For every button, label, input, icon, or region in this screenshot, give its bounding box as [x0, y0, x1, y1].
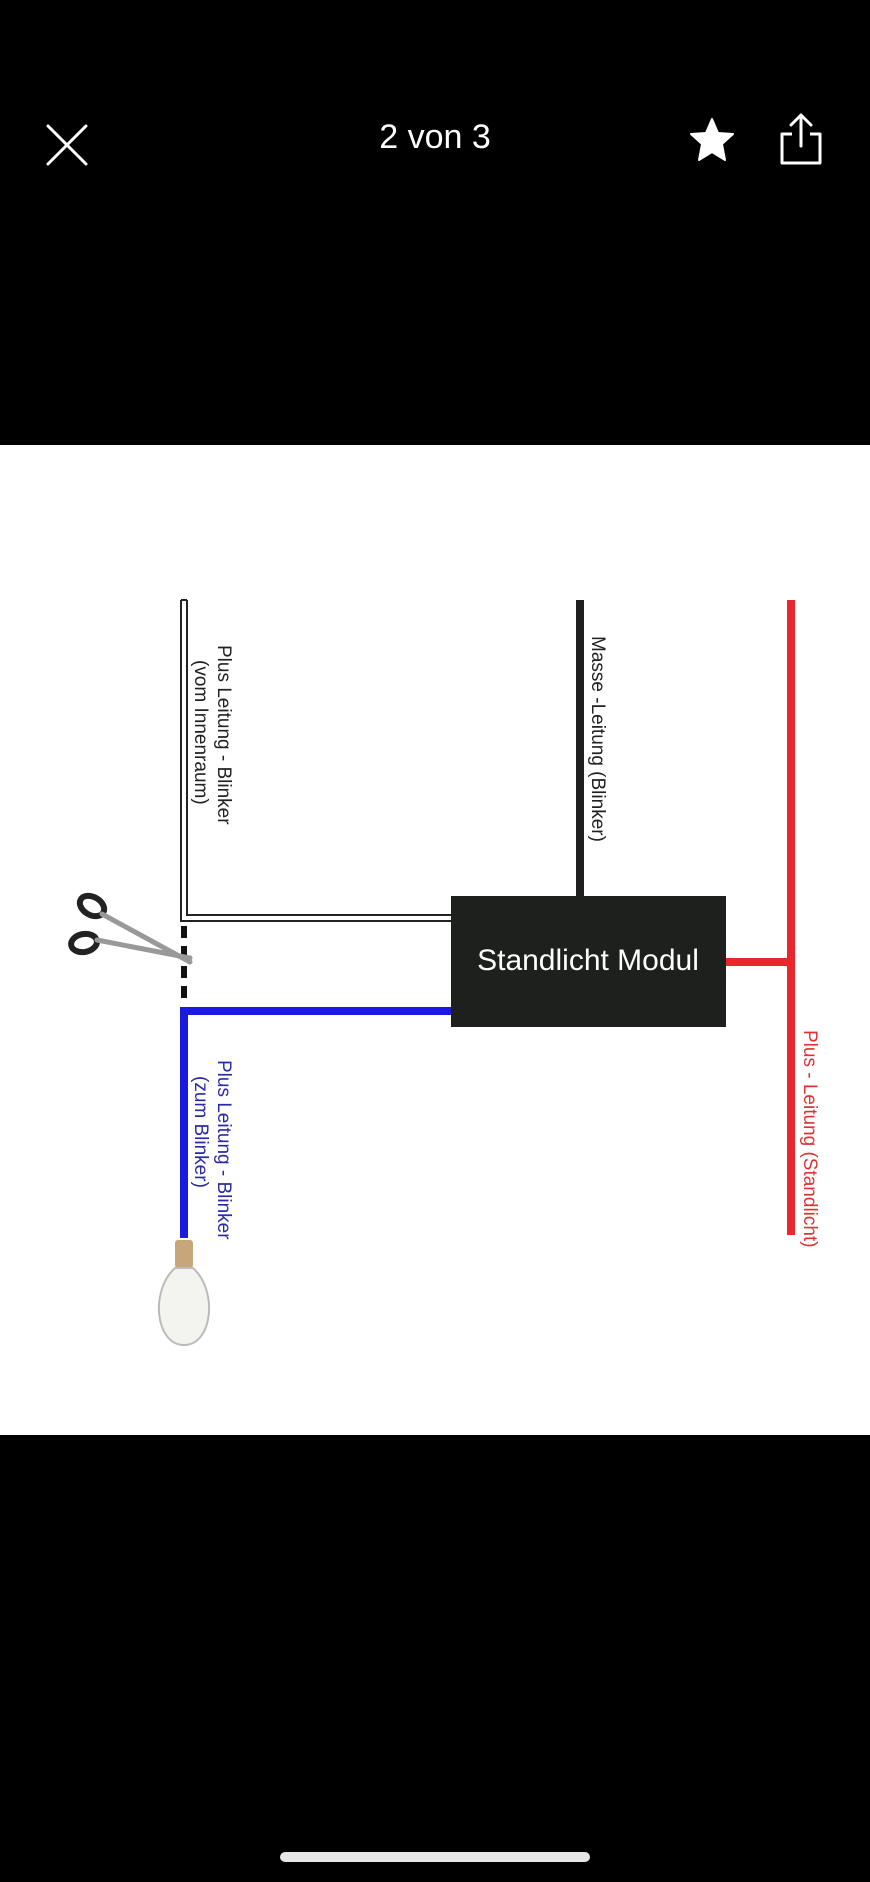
blue-wire-label: Plus Leitung - Blinker	[213, 1060, 234, 1240]
white-wire	[180, 599, 452, 922]
ground-wire	[576, 600, 584, 898]
ground-wire-label: Masse -Leitung (Blinker)	[587, 636, 608, 842]
red-wire-branch	[724, 958, 794, 966]
red-wire-label: Plus - Leitung (Standlicht)	[799, 1030, 820, 1248]
standlicht-module	[451, 896, 726, 1027]
share-icon[interactable]	[778, 112, 824, 166]
blue-wire	[180, 1007, 454, 1238]
page-counter: 2 von 3	[379, 118, 491, 156]
red-wire-vertical	[787, 600, 795, 1235]
wiring-diagram-image: Standlicht Modul Plus Leitung - Blinker …	[0, 445, 870, 1435]
bulb-icon	[157, 1240, 211, 1347]
wiring-diagram: Standlicht Modul Plus Leitung - Blinker …	[68, 599, 820, 1347]
white-wire-label: Plus Leitung - Blinker	[213, 645, 234, 825]
viewer-header: 2 von 3	[0, 0, 870, 445]
scissors-icon	[68, 892, 193, 965]
blue-wire-sublabel: (zum Blinker)	[190, 1076, 211, 1188]
white-wire-sublabel: (vom Innenraum)	[190, 660, 211, 805]
home-indicator[interactable]	[280, 1852, 590, 1862]
star-icon[interactable]	[688, 116, 736, 164]
close-icon[interactable]	[44, 122, 90, 168]
module-label: Standlicht Modul	[477, 944, 699, 977]
